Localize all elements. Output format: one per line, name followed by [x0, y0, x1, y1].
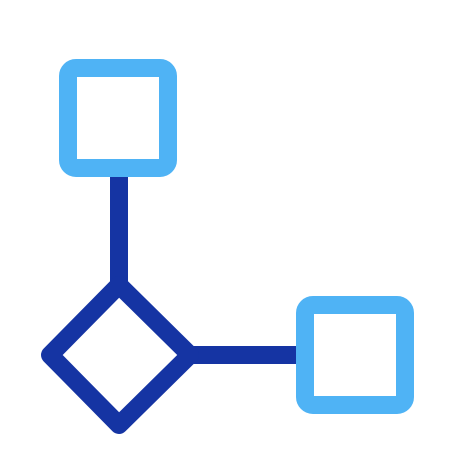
top-square-node [59, 59, 177, 177]
diamond-node [41, 276, 199, 434]
right-square-node [296, 296, 414, 414]
